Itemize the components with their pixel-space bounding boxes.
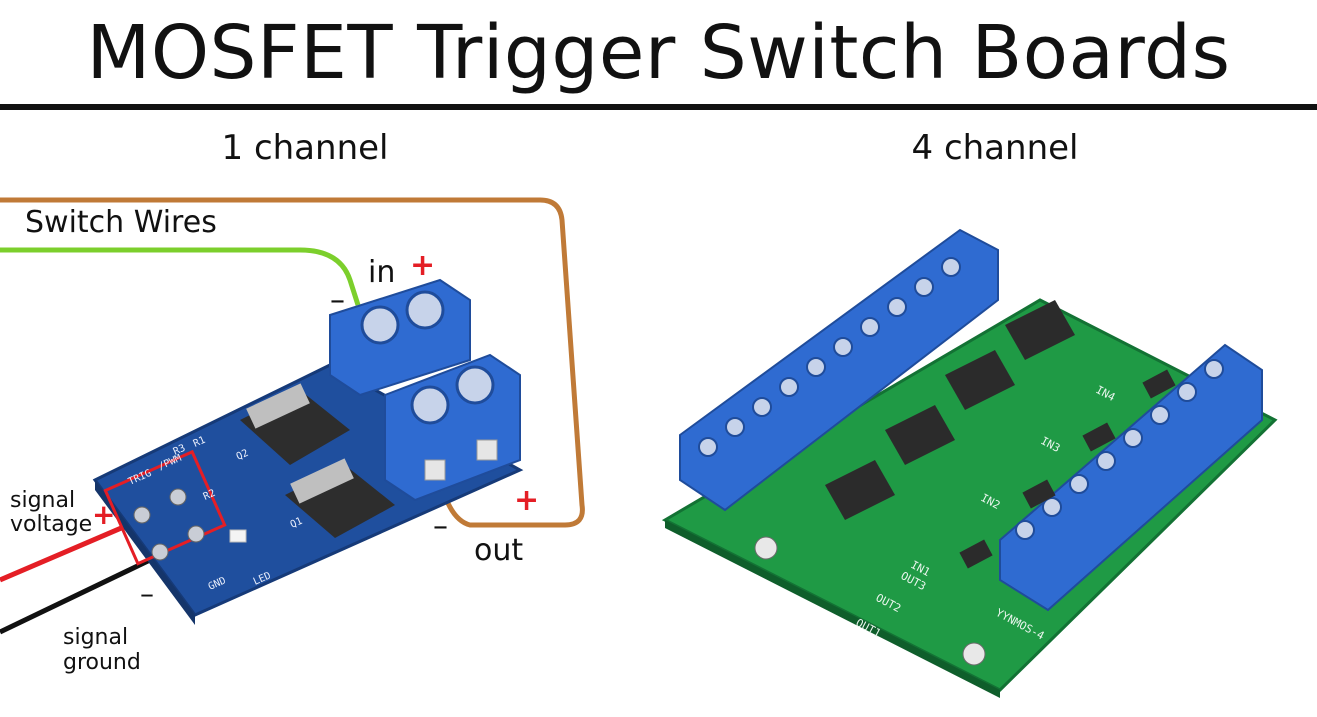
label-out: out	[474, 533, 524, 568]
label-out-plus: +	[514, 483, 540, 518]
mosfet-ch4	[1005, 300, 1075, 360]
signal-header-outline	[103, 449, 227, 566]
silk-r2: R2	[202, 488, 217, 503]
silk-q1: Q1	[289, 516, 304, 531]
label-signal-ground-line1: signal	[63, 625, 129, 650]
section-title-4-channel: 4 channel	[911, 128, 1079, 168]
mosfet-ch3	[945, 350, 1015, 410]
status-led	[229, 529, 247, 543]
label-in: in	[368, 255, 396, 290]
terminal-row-outputs	[999, 343, 1263, 612]
label-signal-voltage-line1: signal	[10, 488, 76, 513]
silk-r1: R1	[192, 435, 207, 450]
wire-red	[0, 517, 141, 583]
label-signal-ground-line2: ground	[63, 650, 141, 675]
four-channel-board: IN1 IN2 IN3 IN4 OUT1 OUT2 OUT3 YYNMOS-4	[661, 228, 1278, 698]
page-title: MOSFET Trigger Switch Boards	[86, 10, 1231, 96]
label-signal-plus: +	[92, 498, 116, 531]
label-in-minus: –	[330, 283, 345, 318]
label-switch-wires: Switch Wires	[25, 205, 217, 240]
terminal-block-in	[329, 278, 471, 397]
silk-r3: R3	[172, 443, 187, 458]
terminal-row-inputs	[679, 228, 999, 512]
one-channel-board: TRIG /PWM R3 R1 Q1 Q2 R2 LED GND	[0, 197, 585, 635]
label-signal-minus: –	[140, 577, 154, 610]
wire-black	[0, 557, 152, 635]
mosfet-ch1	[825, 460, 895, 520]
mosfet-ch2	[885, 405, 955, 465]
wire-brown	[0, 197, 585, 528]
wire-green	[0, 247, 361, 306]
label-signal-voltage-line2: voltage	[10, 512, 93, 537]
title-divider	[0, 104, 1317, 110]
terminal-block-out	[384, 353, 521, 502]
silk-q2: Q2	[235, 448, 250, 463]
label-out-minus: –	[433, 509, 448, 544]
label-in-plus: +	[410, 248, 436, 283]
large-pcb	[661, 298, 1278, 692]
section-title-1-channel: 1 channel	[221, 128, 389, 168]
